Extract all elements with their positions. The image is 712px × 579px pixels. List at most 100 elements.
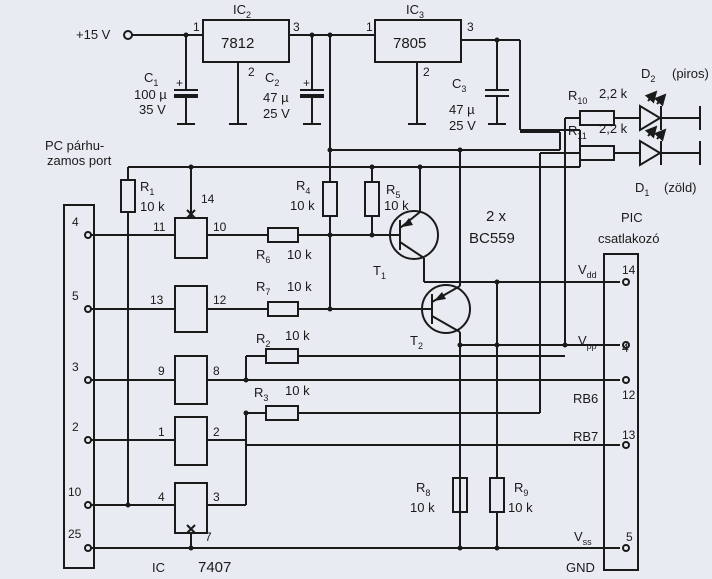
pc-port-connector: PC párhu- zamos port 4 5 3 2 10 25 — [45, 138, 112, 569]
gate-4 — [174, 416, 208, 466]
gate-5 — [174, 482, 208, 534]
gate5-gnd: 7 — [205, 530, 212, 544]
r5-name: R5 — [386, 182, 400, 200]
r5-value: 10 k — [384, 198, 409, 213]
r7-value: 10 k — [287, 279, 312, 294]
r8-resistor — [452, 477, 468, 513]
gate-3 — [174, 355, 208, 405]
supply-terminal — [123, 30, 133, 40]
pic-vss-name: Vss — [574, 529, 592, 547]
r7-name: R7 — [256, 279, 270, 297]
r1-value: 10 k — [140, 199, 165, 214]
pic-rb6-pin: 12 — [622, 388, 636, 402]
gate1-in: 11 — [153, 220, 166, 234]
c2-name: C2 — [265, 70, 279, 88]
pic-vdd-pin: 14 — [622, 263, 636, 277]
gate-1 — [174, 217, 208, 259]
c3-value: 47 µ — [449, 102, 475, 117]
pic-gnd-label: GND — [566, 560, 595, 575]
c1-value: 100 µ — [134, 87, 167, 102]
r3-name: R3 — [254, 385, 268, 403]
ic3-part: 7805 — [393, 35, 426, 52]
pic-rb6-name: RB6 — [573, 391, 598, 406]
pc-port-body — [63, 204, 95, 569]
pic-vss-pin: 5 — [626, 530, 633, 544]
led-section: R10 2,2 k R11 2,2 k D2 (piros) D1 (zöld) — [540, 66, 709, 345]
r2-resistor — [265, 348, 299, 364]
gate1-vcc: 14 — [201, 192, 215, 206]
pc-pin-2: 2 — [72, 420, 79, 434]
pic-connector-body — [603, 253, 639, 571]
c2-value: 47 µ — [263, 90, 289, 105]
gate5-out: 3 — [213, 490, 220, 504]
d1-led — [639, 139, 662, 167]
r10-value: 2,2 k — [599, 86, 628, 101]
r2-name: R2 — [256, 331, 270, 349]
ic2-regulator — [202, 19, 290, 63]
r3-resistor — [265, 405, 299, 421]
r6-value: 10 k — [287, 247, 312, 262]
c2-voltage: 25 V — [263, 106, 290, 121]
pc-port-label-1: PC párhu- — [45, 138, 104, 153]
t1-name: T1 — [373, 263, 386, 281]
transistor-type: BC559 — [469, 230, 515, 247]
ic3-pin-in: 1 — [366, 20, 373, 34]
ic3-name: IC3 — [406, 2, 424, 20]
gate2-out: 12 — [213, 293, 227, 307]
supply-label: +15 V — [76, 27, 111, 42]
r11-name: R11 — [568, 123, 587, 141]
pic-vpp-name: Vpp — [578, 333, 597, 351]
power-supply: +15 V 7812 IC2 1 2 3 + C1 100 µ 35 V + C… — [76, 2, 521, 150]
r6-name: R6 — [256, 247, 270, 265]
r5-resistor — [364, 181, 380, 217]
gate2-in: 13 — [150, 293, 164, 307]
c1-name: C1 — [144, 70, 158, 88]
gate4-in: 1 — [158, 425, 165, 439]
ic-bottom-part: 7407 — [198, 559, 231, 576]
r1-resistor — [120, 179, 136, 213]
gate1-out: 10 — [213, 220, 227, 234]
pic-vdd-name: Vdd — [578, 262, 597, 280]
r4-value: 10 k — [290, 198, 315, 213]
d1-note: (zöld) — [664, 180, 697, 195]
svg-text:+: + — [176, 76, 183, 90]
r7-resistor — [267, 301, 299, 317]
gate-2 — [174, 285, 208, 333]
transistor-count: 2 x — [486, 208, 507, 225]
ic2-pin-out: 3 — [293, 20, 300, 34]
d2-led — [639, 104, 662, 132]
ic-7407-gates: 11 10 14 13 12 9 8 1 2 — [91, 164, 560, 576]
ic2-part: 7812 — [221, 35, 254, 52]
pc-pin-10: 10 — [68, 485, 82, 499]
ic2-name: IC2 — [233, 2, 251, 20]
r4-name: R4 — [296, 178, 310, 196]
r8-value: 10 k — [410, 500, 435, 515]
pc-pin-4: 4 — [72, 215, 79, 229]
ic-bottom-name: IC — [152, 560, 165, 575]
d2-note: (piros) — [672, 66, 709, 81]
r1-name: R1 — [140, 179, 154, 197]
r8-name: R8 — [416, 480, 430, 498]
pic-title-1: PIC — [621, 210, 643, 225]
pic-rb7-name: RB7 — [573, 429, 598, 444]
t2-name: T2 — [410, 333, 423, 351]
svg-text:+: + — [303, 76, 310, 90]
c3-voltage: 25 V — [449, 118, 476, 133]
d1-name: D1 — [635, 180, 649, 198]
r6-resistor — [267, 227, 299, 243]
r11-resistor — [579, 145, 615, 161]
r4-resistor — [322, 181, 338, 217]
pc-port-label-2: zamos port — [47, 153, 112, 168]
pic-title-2: csatlakozó — [598, 231, 659, 246]
pc-pin-5: 5 — [72, 289, 79, 303]
r9-resistor — [489, 477, 505, 513]
gate3-in: 9 — [158, 364, 165, 378]
r10-name: R10 — [568, 88, 587, 106]
r2-value: 10 k — [285, 328, 310, 343]
ic2-pin-in: 1 — [193, 20, 200, 34]
r11-value: 2,2 k — [599, 121, 628, 136]
r3-value: 10 k — [285, 383, 310, 398]
pc-pin-25: 25 — [68, 527, 82, 541]
pic-connector: PIC csatlakozó Vdd 14 Vpp 4 RB6 12 RB7 1… — [566, 210, 659, 575]
